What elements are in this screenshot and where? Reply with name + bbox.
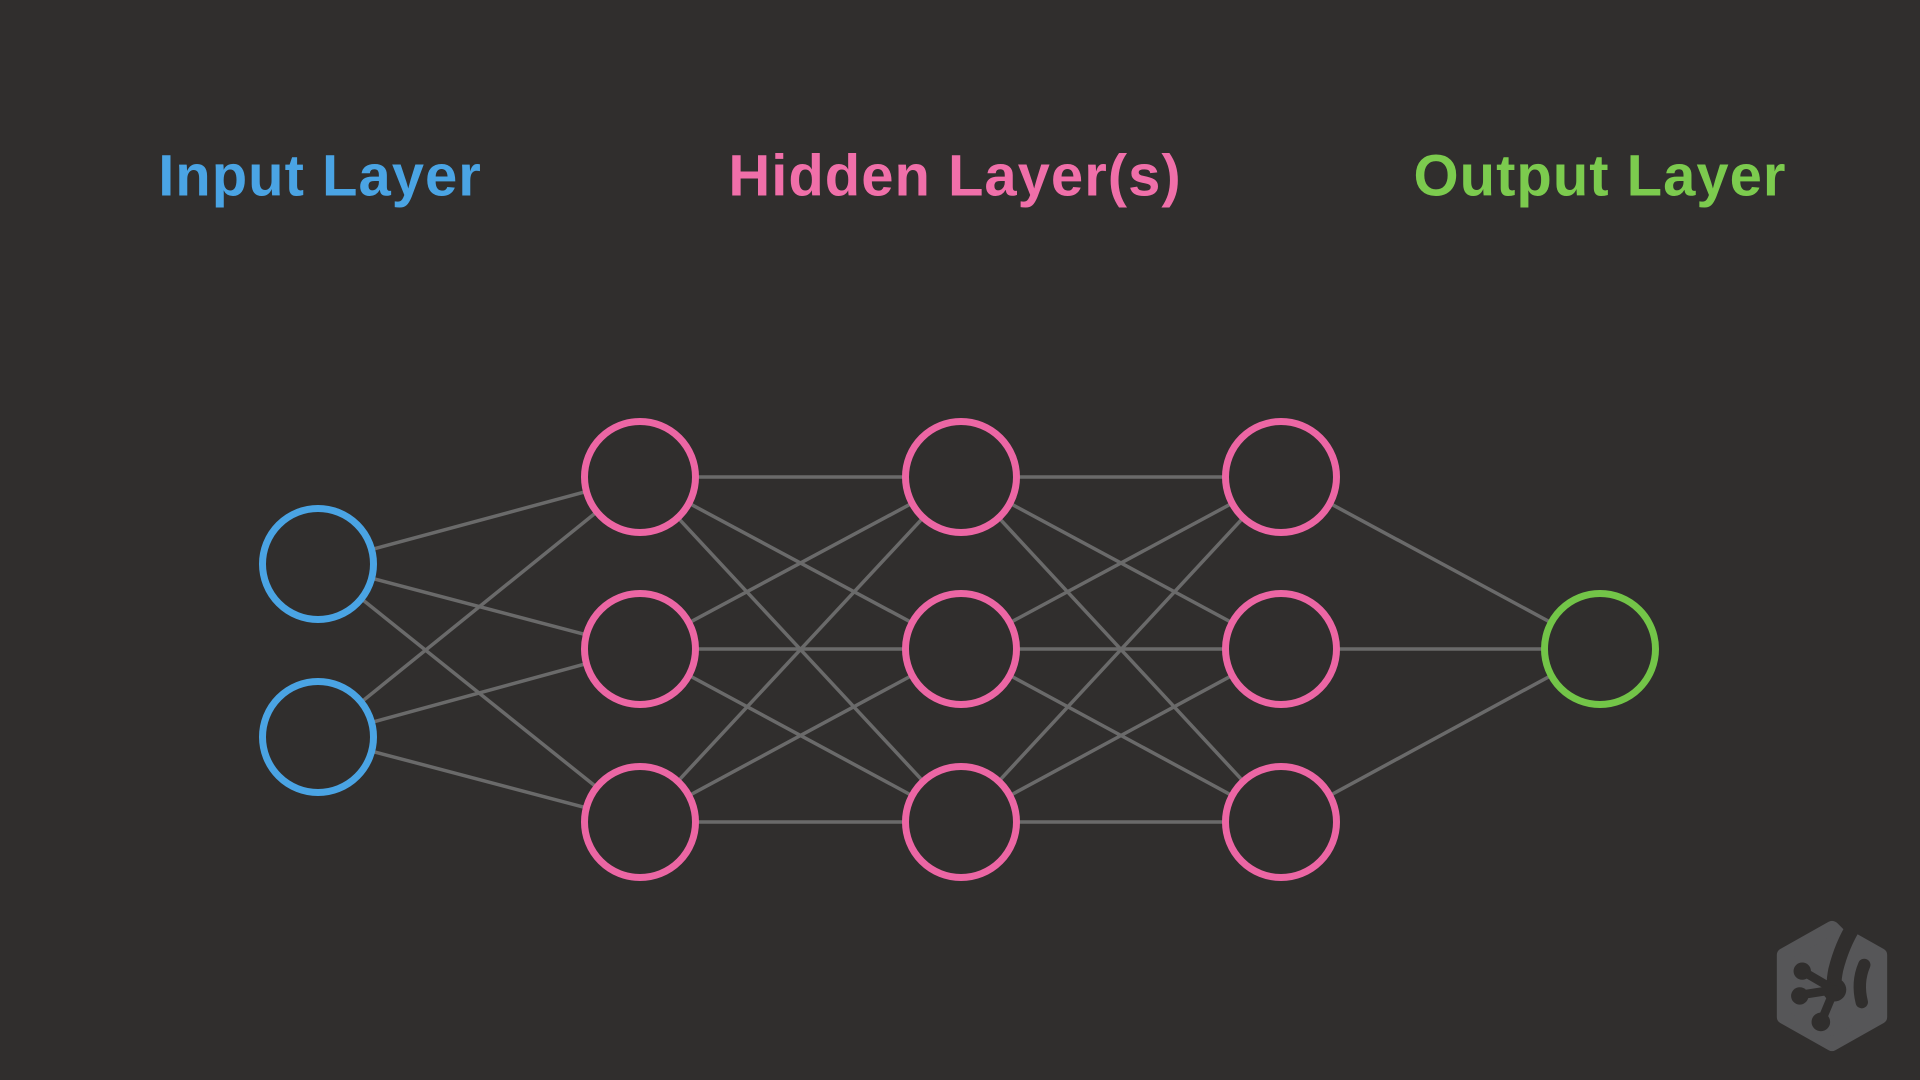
- logo-frog-footprint: [1791, 920, 1871, 1032]
- node-input-1: [259, 505, 377, 623]
- node-hidden-1-3: [581, 763, 699, 881]
- node-hidden-2-3: [902, 763, 1020, 881]
- edge-hidden-3-1-to-output-1: [1280, 475, 1601, 651]
- edge-hidden-2-3-to-hidden-3-1: [959, 475, 1283, 824]
- edge-hidden-1-3-to-hidden-2-1: [638, 475, 963, 824]
- edge-hidden-2-3-to-hidden-3-2: [960, 647, 1282, 824]
- input-layer-label: Input Layer: [158, 143, 482, 209]
- node-input-2: [259, 678, 377, 796]
- hidden-layer-label: Hidden Layer(s): [728, 143, 1182, 209]
- edge-hidden-2-2-to-hidden-3-1: [960, 475, 1282, 651]
- edge-hidden-3-3-to-output-1: [1280, 647, 1601, 824]
- node-hidden-3-1: [1222, 418, 1340, 536]
- node-hidden-3-2: [1222, 590, 1340, 708]
- edge-input-2-to-hidden-1-1: [316, 475, 642, 739]
- node-hidden-3-3: [1222, 763, 1340, 881]
- node-hidden-2-1: [902, 418, 1020, 536]
- output-layer-label: Output Layer: [1413, 143, 1787, 209]
- node-hidden-1-2: [581, 590, 699, 708]
- edge-hidden-1-3-to-hidden-2-2: [639, 647, 962, 824]
- node-hidden-2-2: [902, 590, 1020, 708]
- node-hidden-1-1: [581, 418, 699, 536]
- hexagon-frog-footprint-logo: [1776, 920, 1888, 1052]
- node-output-1: [1541, 590, 1659, 708]
- edge-hidden-1-2-to-hidden-2-1: [639, 475, 962, 651]
